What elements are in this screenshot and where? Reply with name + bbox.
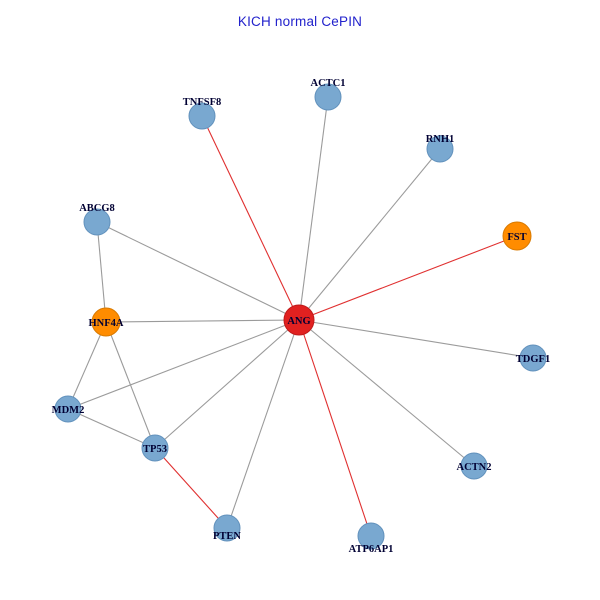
- edge-ANG-TNFSF8: [201, 115, 300, 321]
- edge-ANG-TDGF1: [298, 319, 534, 359]
- node-label-ATP6AP1: ATP6AP1: [349, 544, 394, 555]
- node-label-HNF4A: HNF4A: [89, 318, 124, 329]
- node-MDM2[interactable]: [54, 395, 82, 423]
- node-label-ANG: ANG: [287, 316, 310, 327]
- edge-HNF4A-TP53: [105, 321, 156, 449]
- edge-ANG-RNH1: [298, 148, 441, 321]
- node-PTEN[interactable]: [213, 514, 241, 542]
- node-label-RNH1: RNH1: [426, 134, 455, 145]
- node-ABCG8[interactable]: [83, 208, 111, 236]
- node-label-TP53: TP53: [143, 444, 167, 455]
- edge-ANG-MDM2: [67, 319, 300, 410]
- edge-ANG-HNF4A: [105, 319, 300, 323]
- node-HNF4A[interactable]: [91, 307, 121, 337]
- node-label-FST: FST: [507, 232, 526, 243]
- node-TDGF1[interactable]: [519, 344, 547, 372]
- node-ACTC1[interactable]: [314, 83, 342, 111]
- node-ANG[interactable]: [283, 304, 315, 336]
- edge-ANG-ATP6AP1: [298, 319, 372, 537]
- edge-ANG-ABCG8: [96, 221, 300, 321]
- node-FST[interactable]: [502, 221, 532, 251]
- edge-ANG-TP53: [154, 319, 300, 449]
- node-label-ABCG8: ABCG8: [79, 203, 115, 214]
- node-label-TDGF1: TDGF1: [516, 354, 550, 365]
- node-ACTN2[interactable]: [460, 452, 488, 480]
- edge-ANG-ACTC1: [298, 96, 329, 321]
- node-label-TNFSF8: TNFSF8: [183, 97, 222, 108]
- node-label-ACTC1: ACTC1: [310, 78, 345, 89]
- edge-TP53-PTEN: [154, 447, 228, 529]
- chart-title: KICH normal CePIN: [237, 14, 363, 29]
- edge-ANG-PTEN: [226, 319, 300, 529]
- node-label-PTEN: PTEN: [213, 531, 241, 542]
- node-RNH1[interactable]: [426, 135, 454, 163]
- edge-ANG-ACTN2: [298, 319, 475, 467]
- edge-HNF4A-MDM2: [67, 321, 107, 410]
- node-label-ACTN2: ACTN2: [456, 462, 491, 473]
- node-TP53[interactable]: [141, 434, 169, 462]
- node-TNFSF8[interactable]: [188, 102, 216, 130]
- edge-ABCG8-HNF4A: [96, 221, 107, 323]
- edge-MDM2-TP53: [67, 408, 156, 449]
- node-ATP6AP1[interactable]: [357, 522, 385, 550]
- edge-ANG-FST: [298, 235, 518, 321]
- node-label-MDM2: MDM2: [52, 405, 85, 416]
